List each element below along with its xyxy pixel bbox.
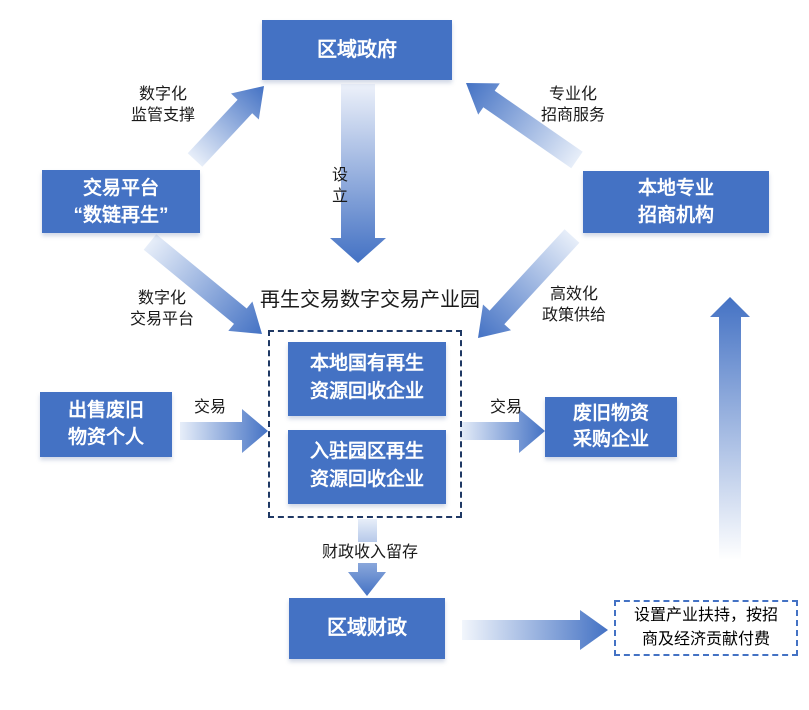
node-scrap-buyer: 废旧物资 采购企业 [545, 397, 677, 457]
label-line: 专业化 [548, 86, 597, 103]
node-line: “数链再生” [73, 205, 169, 226]
label-setup: 设 立 [329, 165, 351, 207]
label-line: 数字化 [137, 290, 186, 307]
label-line: 数字化 [138, 86, 187, 103]
park-title: 再生交易数字交易产业园 [260, 289, 480, 311]
node-line: 出售废旧 [67, 400, 144, 421]
arrow-park-to-buyer [460, 409, 545, 453]
label-line: 监管支撑 [130, 107, 195, 124]
label-line: 政策供给 [541, 307, 606, 324]
label-efficient-policy: 高效化 政策供给 [514, 284, 634, 326]
node-regional-finance: 区域财政 [289, 598, 445, 659]
label-trade-left: 交易 [193, 399, 226, 416]
arrow-seller-to-park [180, 409, 268, 453]
arrow-incentive-to-agency [710, 297, 750, 560]
label-line: 高效化 [549, 286, 598, 303]
node-state-recycler: 本地国有再生 资源回收企业 [288, 342, 446, 416]
node-line: 废旧物资 [572, 403, 649, 424]
node-line: 资源回收企业 [309, 381, 424, 402]
node-line: 设置产业扶持，按招 [633, 607, 778, 624]
label-line: 招商服务 [540, 107, 605, 124]
node-investment-agency: 本地专业 招商机构 [583, 171, 769, 233]
node-line: 本地专业 [637, 178, 714, 199]
arrow-finance-to-incentive [462, 610, 608, 650]
label-line: 立 [331, 188, 348, 205]
node-trading-platform: 交易平台 “数链再生” [42, 170, 200, 233]
arrow-platform-to-government [187, 86, 264, 167]
label-digital-trading-platform: 数字化 交易平台 [102, 288, 222, 330]
node-incentive-note: 设置产业扶持，按招 商及经济贡献付费 [614, 600, 798, 656]
park-dashed-frame [268, 330, 462, 518]
label-line: 设 [331, 167, 348, 184]
node-line: 本地国有再生 [309, 353, 424, 374]
node-scrap-seller: 出售废旧 物资个人 [40, 392, 172, 457]
label-trade-right: 交易 [489, 399, 522, 416]
node-line: 采购企业 [572, 429, 649, 450]
arrow-platform-to-park [143, 234, 262, 334]
node-park-recycler: 入驻园区再生 资源回收企业 [288, 430, 446, 504]
label-line: 交易平台 [129, 311, 194, 328]
label-fiscal-retention: 财政收入留存 [312, 542, 428, 563]
node-line: 资源回收企业 [309, 469, 424, 490]
arrow-agency-to-park [478, 229, 580, 338]
node-regional-government: 区域政府 [262, 20, 452, 80]
label-professional-service: 专业化 招商服务 [513, 84, 633, 126]
node-line: 招商机构 [637, 205, 714, 226]
node-line: 入驻园区再生 [309, 441, 424, 462]
arrow-agency-to-government [466, 83, 583, 169]
node-line: 交易平台 [82, 178, 159, 199]
node-line: 商及经济贡献付费 [641, 631, 770, 648]
label-digital-regulation: 数字化 监管支撑 [103, 84, 223, 126]
node-line: 物资个人 [67, 427, 144, 448]
arrow-government-to-park [330, 84, 386, 263]
